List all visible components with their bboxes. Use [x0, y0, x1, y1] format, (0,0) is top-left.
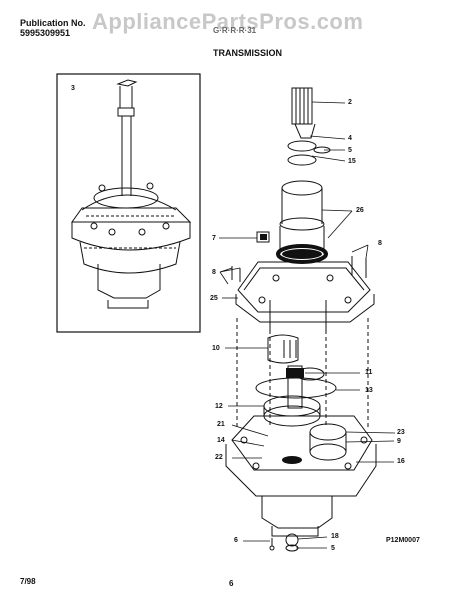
- callout-23: 23: [397, 429, 405, 436]
- callout-8: 8: [378, 240, 382, 247]
- callout-7: 7: [212, 235, 216, 242]
- callout-2: 2: [348, 99, 352, 106]
- callout-13: 13: [365, 387, 373, 394]
- footer-date: 7/98: [20, 577, 36, 586]
- callout-18: 18: [331, 533, 339, 540]
- callout-26: 26: [356, 207, 364, 214]
- callout-14: 14: [217, 437, 225, 444]
- callout-4: 4: [348, 135, 352, 142]
- publication-number: 5995309951: [20, 28, 71, 38]
- callout-15: 15: [348, 158, 356, 165]
- callout-12: 12: [215, 403, 223, 410]
- footer-page-number: 6: [229, 579, 234, 588]
- callout-5: 5: [348, 147, 352, 154]
- callout-9: 9: [397, 438, 401, 445]
- callout-5: 5: [331, 545, 335, 552]
- callout-22: 22: [215, 454, 223, 461]
- callout-3: 3: [71, 85, 75, 92]
- callout-11: 11: [365, 369, 373, 376]
- watermark: AppliancePartsPros.com: [92, 9, 364, 34]
- callout-16: 16: [397, 458, 405, 465]
- model-number: G·R·R·R·31: [213, 26, 257, 35]
- callout-25: 25: [210, 295, 218, 302]
- leader-lines: [219, 101, 396, 549]
- callout-10: 10: [212, 345, 220, 352]
- callout-21: 21: [217, 421, 225, 428]
- drawing-code: P12M0007: [386, 537, 420, 544]
- inset-transmission-drawing: [71, 79, 192, 309]
- section-title: TRANSMISSION: [213, 48, 283, 58]
- inset-frame: [56, 73, 201, 333]
- publication-label: Publication No.: [20, 18, 86, 28]
- callout-6: 6: [234, 537, 238, 544]
- callout-8: 8: [212, 269, 216, 276]
